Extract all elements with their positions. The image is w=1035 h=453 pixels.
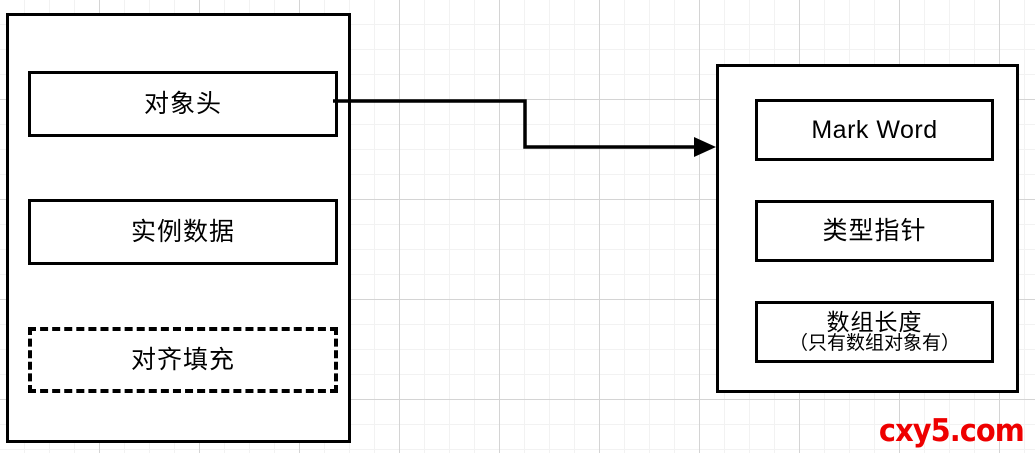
box-type-pointer[interactable]: 类型指针 <box>755 200 994 262</box>
watermark: cxy5.com <box>879 413 1025 449</box>
box-array-length-sublabel: （只有数组对象有） <box>788 332 960 354</box>
box-object-header-label: 对象头 <box>143 89 222 118</box>
box-array-length-label: 数组长度 <box>826 308 923 335</box>
connector-line <box>333 99 705 149</box>
object-header-detail-container: Mark Word 类型指针 数组长度 （只有数组对象有） <box>716 64 1019 393</box>
box-mark-word-label: Mark Word <box>811 115 938 144</box>
box-type-pointer-label: 类型指针 <box>822 216 927 245</box>
box-alignment-padding[interactable]: 对齐填充 <box>28 327 338 393</box>
box-object-header[interactable]: 对象头 <box>28 71 338 137</box>
box-instance-data-label: 实例数据 <box>130 217 235 246</box>
box-alignment-padding-label: 对齐填充 <box>130 345 235 374</box>
object-memory-layout-container: 对象头 实例数据 对齐填充 <box>6 13 351 443</box>
box-array-length[interactable]: 数组长度 （只有数组对象有） <box>755 301 994 363</box>
connector-arrowhead <box>694 137 716 157</box>
box-instance-data[interactable]: 实例数据 <box>28 199 338 265</box>
box-mark-word[interactable]: Mark Word <box>755 99 994 161</box>
